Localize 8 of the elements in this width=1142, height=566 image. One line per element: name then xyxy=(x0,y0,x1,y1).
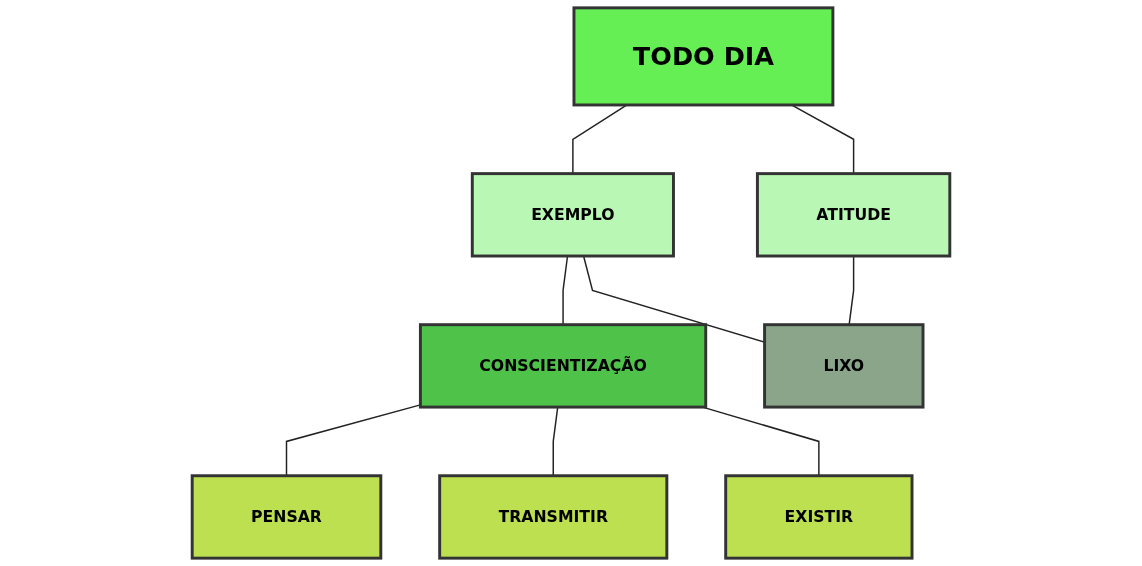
node-box: PENSAR xyxy=(190,474,383,560)
node-box: EXISTIR xyxy=(724,474,914,560)
node-box: TRANSMITIR xyxy=(438,474,669,560)
node-box: ATITUDE xyxy=(755,172,952,258)
node-box: LIXO xyxy=(763,323,925,409)
node-box: TODO DIA xyxy=(572,6,835,107)
node-box: CONSCIENTIZAÇÃO xyxy=(418,323,708,409)
node-box: EXEMPLO xyxy=(470,172,675,258)
